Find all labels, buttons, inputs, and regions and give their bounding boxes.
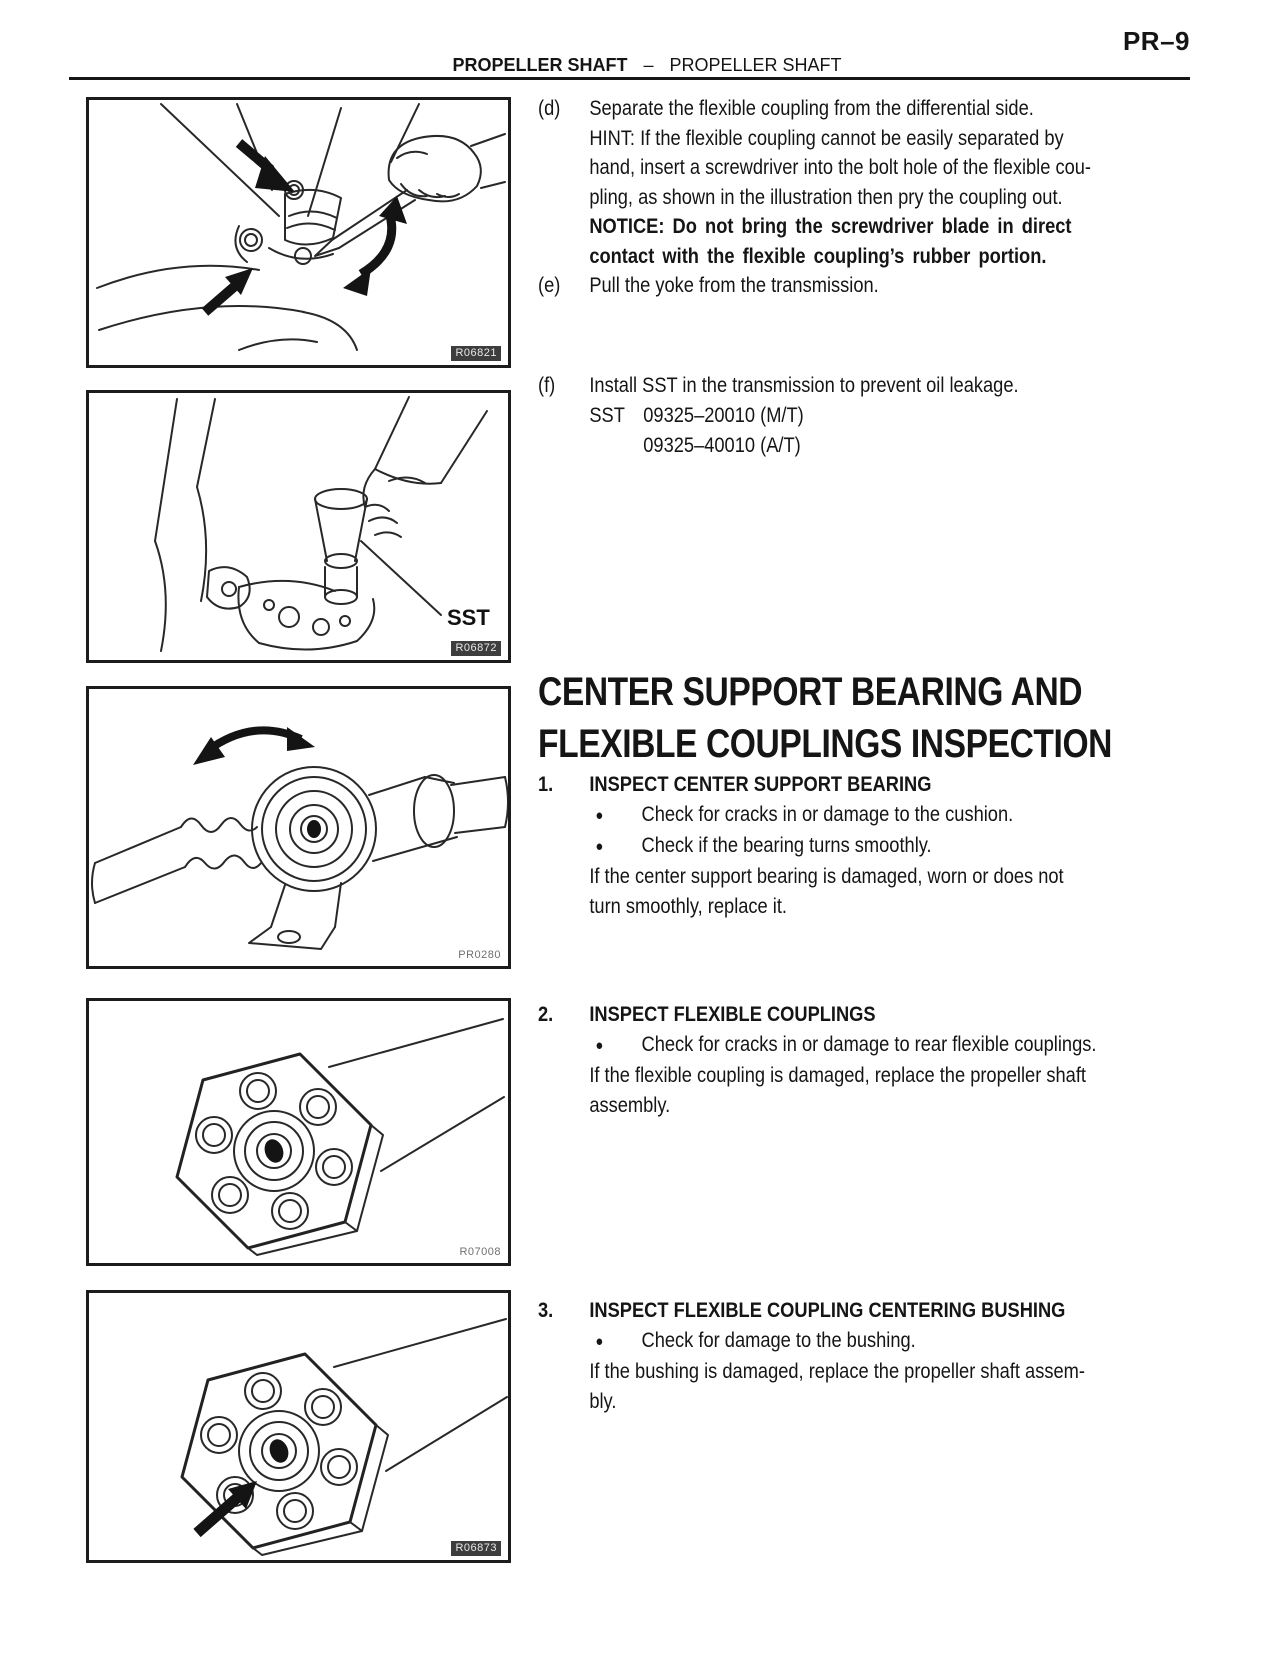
item-number: 1. [538,773,554,796]
hint-line: HINT: If the flexible coupling cannot be… [589,126,1064,150]
note-line: bly. [589,1390,617,1413]
center-support-bearing-illustration [91,726,508,950]
step-f-label: (f) [538,374,556,397]
sst-line: SST 09325–20010 (M/T) [538,401,1173,431]
figure-code: R07008 [459,1246,501,1258]
bullet-line: ● Check for cracks in or damage to the cu… [538,800,1173,831]
figure-code: R06821 [451,346,501,361]
item-number: 3. [538,1299,554,1322]
step-d-line: (d) Separate the flexible coupling from t… [538,94,1173,124]
bullet-icon: ● [595,1037,604,1054]
item-heading-text: INSPECT FLEXIBLE COUPLING CENTERING BUSH… [589,1299,1066,1322]
sst-number: 09325–20010 (M/T) [643,404,804,427]
flexible-coupling-illustration [175,1018,505,1256]
figure-center-support-bearing: PR0280 [86,686,511,969]
breadcrumb-separator: – [643,55,654,75]
step-f-block: (f) Install SST in the transmission to pr… [538,371,1268,461]
notice-line: contact with the flexible coupling’s rub… [589,244,1047,268]
breadcrumb: PROPELLER SHAFT–PROPELLER SHAFT [0,55,1280,76]
inspection-item-1: 1. INSPECT CENTER SUPPORT BEARING ● Check … [538,770,1268,922]
item-heading-text: INSPECT CENTER SUPPORT BEARING [589,773,932,796]
inspection-item-3: 3. INSPECT FLEXIBLE COUPLING CENTERING BU… [538,1296,1268,1417]
rotation-arrow [193,726,315,765]
note-line: If the center support bearing is damaged… [589,865,1064,888]
step-d-text: Separate the flexible coupling from the … [589,97,1034,120]
item-number: 2. [538,1003,554,1026]
breadcrumb-section-bold: PROPELLER SHAFT [452,55,628,75]
section-title-line: CENTER SUPPORT BEARING AND [538,670,1083,714]
bullet-icon: ● [595,838,604,855]
note-line: assembly. [589,1094,671,1117]
bolt-arrow-left [201,268,253,316]
step-d-e-block: (d) Separate the flexible coupling from t… [538,94,1268,301]
step-f-text: Install SST in the transmission to preve… [589,374,1019,397]
sst-line: 09325–40010 (A/T) [643,434,801,457]
sst-label: SST [447,605,490,630]
step-d-label: (d) [538,97,561,120]
note-line: turn smoothly, replace it. [589,895,788,918]
bullet-icon: ● [595,1333,604,1350]
pry-coupling-illustration [96,103,506,351]
hint-line: hand, insert a screwdriver into the bolt… [589,156,1092,179]
step-e-text: Pull the yoke from the transmission. [589,274,879,297]
breadcrumb-section: PROPELLER SHAFT [669,55,842,75]
hint-line: pling, as shown in the illustration then… [589,185,1063,209]
figure-code: R06872 [451,641,501,656]
figure-flexible-coupling: R07008 [86,998,511,1266]
bullet-line: ● Check for damage to the bushing. [538,1326,1173,1357]
figure-pry-coupling: R06821 [86,97,511,368]
bullet-line: ● Check for cracks in or damage to rear f… [538,1030,1173,1061]
bushing-arrow [193,1481,257,1538]
step-f-line: (f) Install SST in the transmission to pr… [538,371,1173,401]
figure-sst-install: SST R06872 [86,390,511,663]
sst-prefix: SST [589,404,625,427]
bullet-line: ● Check if the bearing turns smoothly. [538,831,1173,862]
page-number: PR–9 [1122,26,1190,56]
figure-code: PR0280 [458,949,501,961]
step-e-line: (e) Pull the yoke from the transmission. [538,271,1173,301]
bolt-arrow-top [235,139,295,192]
sst-install-illustration: SST [154,396,490,652]
item-heading: 2. INSPECT FLEXIBLE COUPLINGS [538,1000,1173,1030]
pry-rotation-arrow [343,196,407,296]
figure-centering-bushing: R06873 [86,1290,511,1563]
bullet-text: Check for cracks in or damage to the cus… [641,803,1014,826]
notice-line: NOTICE: Do not bring the screwdriver bla… [589,215,1072,238]
item-heading: 3. INSPECT FLEXIBLE COUPLING CENTERING BU… [538,1296,1173,1326]
bullet-text: Check if the bearing turns smoothly. [641,834,932,857]
bullet-text: Check for damage to the bushing. [641,1329,916,1352]
step-e-label: (e) [538,274,561,297]
note-line: If the flexible coupling is damaged, rep… [589,1064,1086,1087]
item-heading-text: INSPECT FLEXIBLE COUPLINGS [589,1003,876,1026]
note-line: If the bushing is damaged, replace the p… [589,1360,1085,1383]
section-title-line: FLEXIBLE COUPLINGS INSPECTION [538,722,1113,766]
inspection-item-2: 2. INSPECT FLEXIBLE COUPLINGS ● Check for … [538,1000,1268,1121]
bullet-icon: ● [595,807,604,824]
centering-bushing-illustration [180,1318,508,1556]
inspection-section: CENTER SUPPORT BEARING AND FLEXIBLE COUP… [538,666,1268,922]
item-heading: 1. INSPECT CENTER SUPPORT BEARING [538,770,1173,800]
bullet-text: Check for cracks in or damage to rear fl… [641,1033,1097,1056]
header-rule [69,77,1190,80]
figure-code: R06873 [451,1541,501,1556]
